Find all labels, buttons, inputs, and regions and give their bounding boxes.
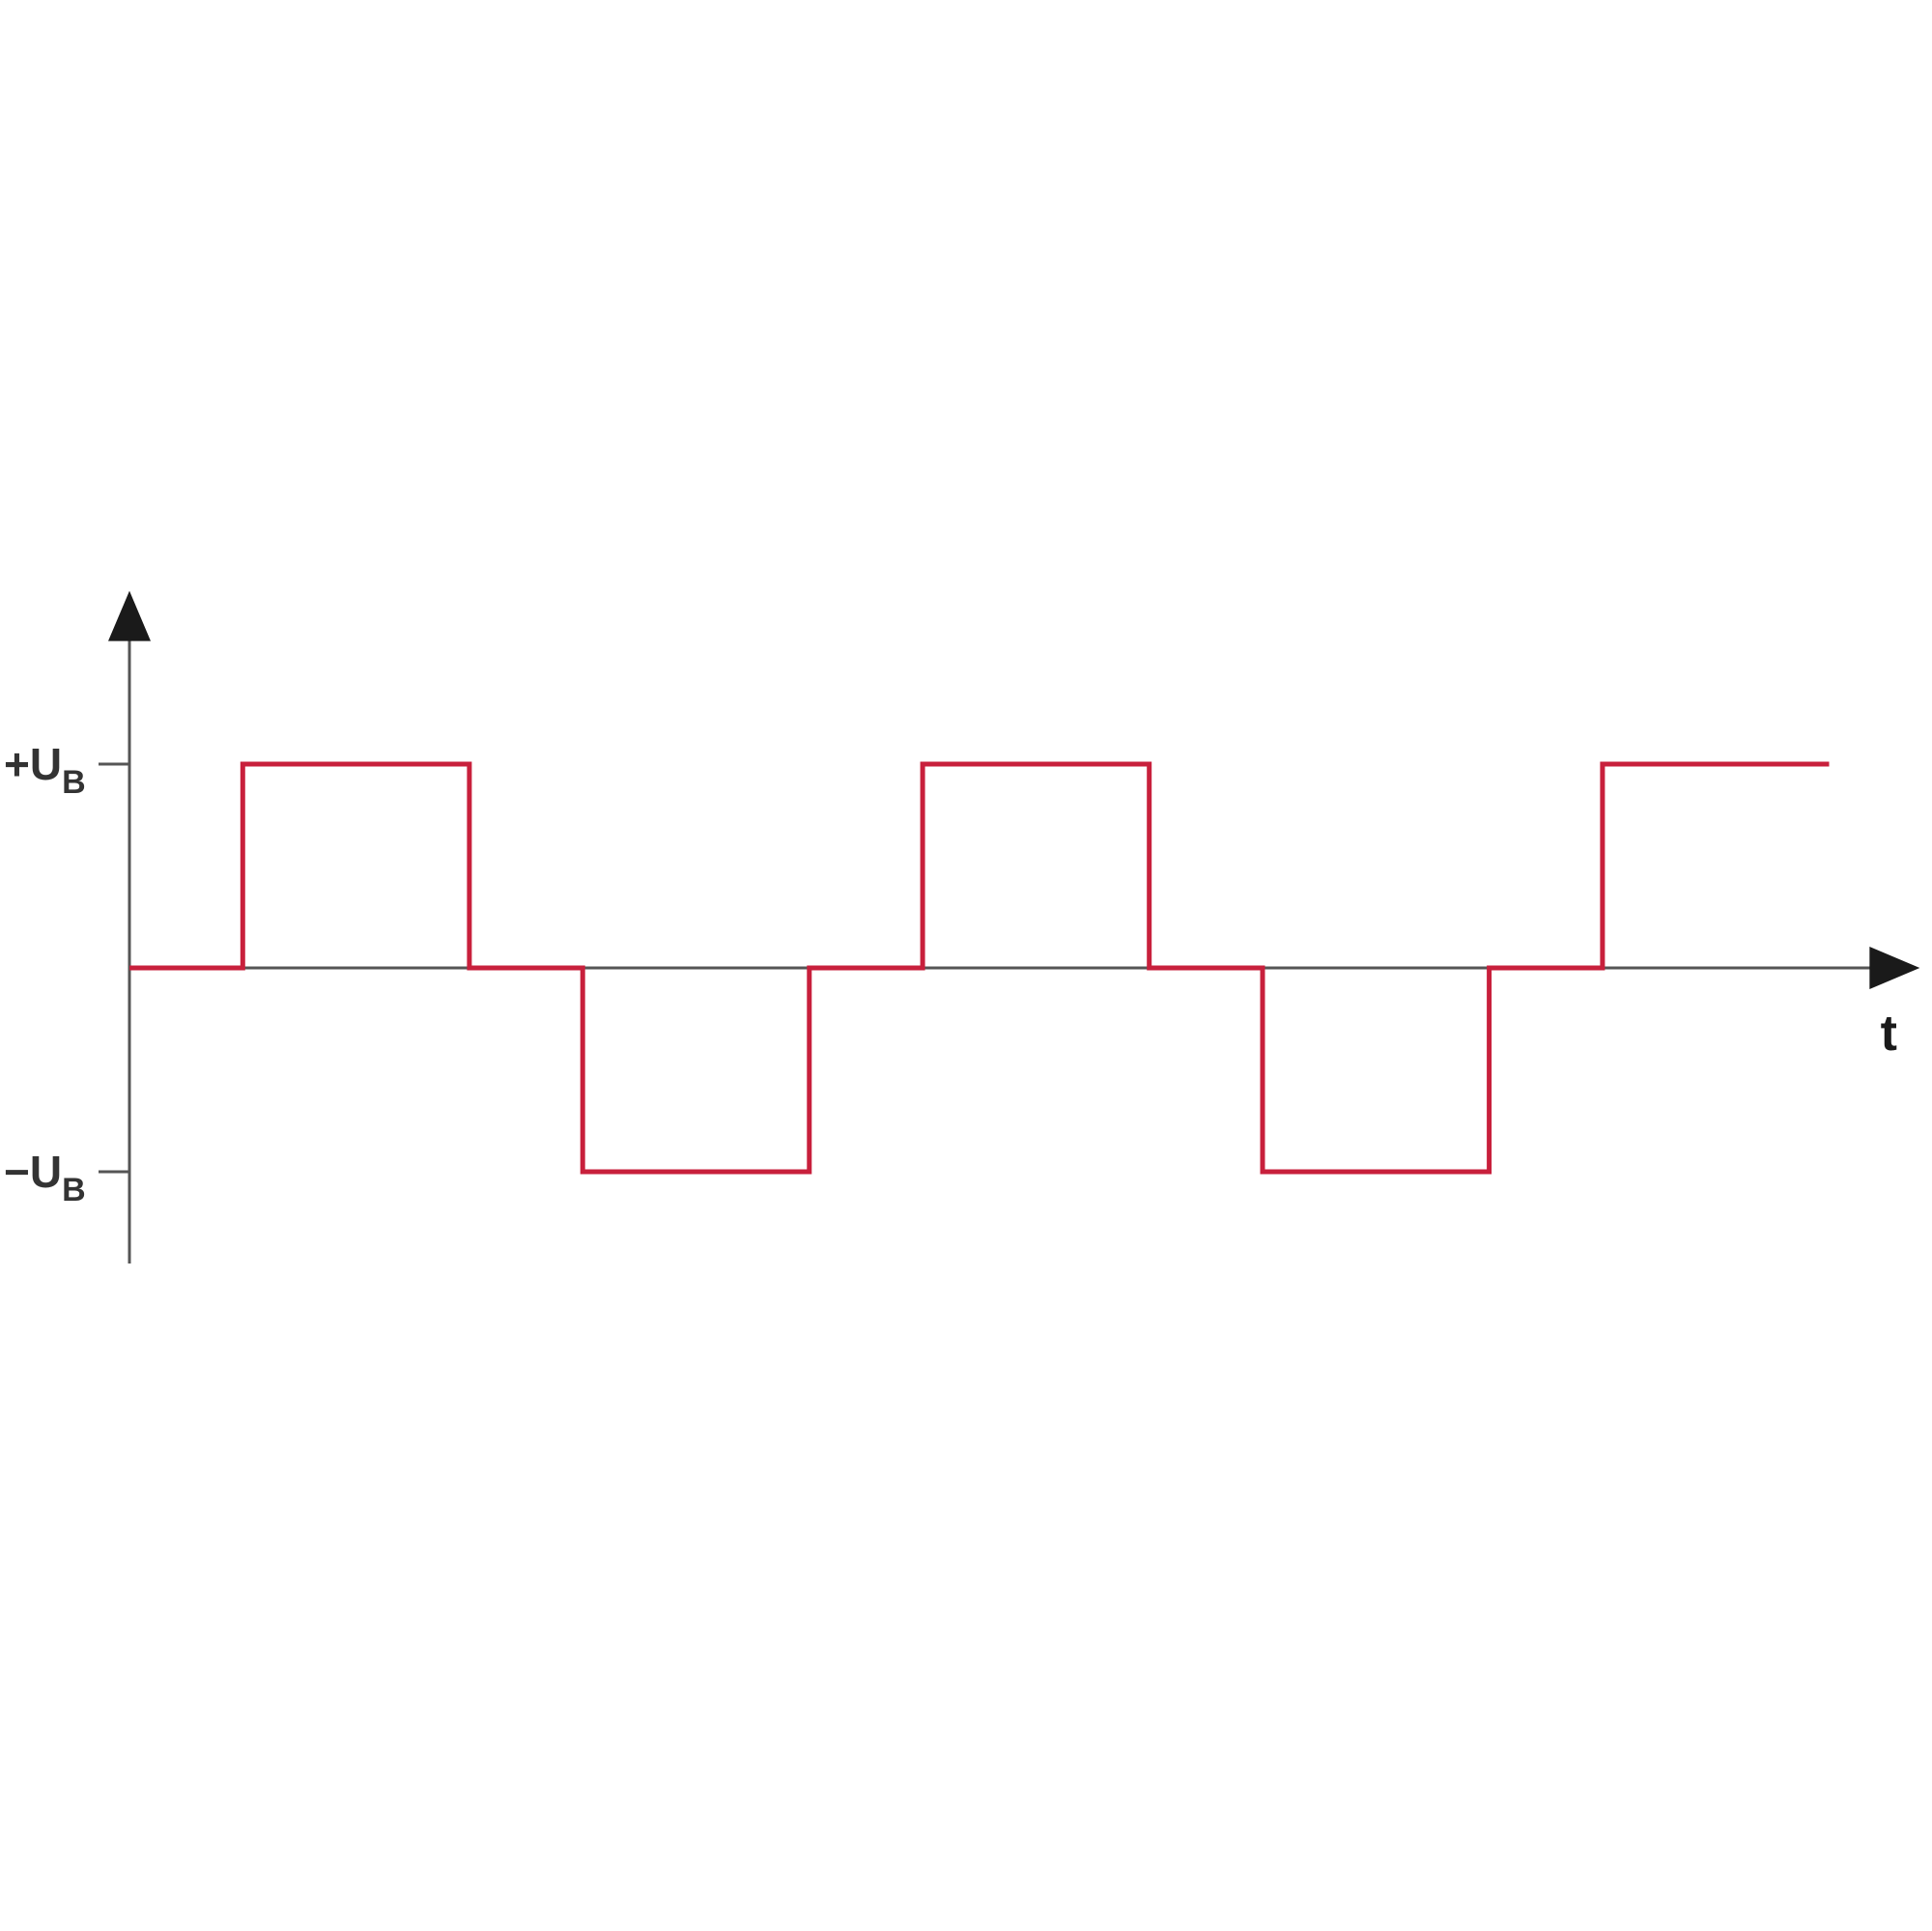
x-axis-label: t <box>1881 1006 1897 1062</box>
y-tick-label-main: +U <box>4 739 62 789</box>
y-tick-label-main: −U <box>4 1147 62 1197</box>
y-tick-label: −UB <box>4 1147 86 1208</box>
x-axis-arrow <box>1869 947 1920 989</box>
square-wave-series <box>129 761 1830 1175</box>
y-axis-arrow <box>108 590 151 641</box>
y-tick-label: +UB <box>4 739 86 801</box>
y-ticks: +UB−UB <box>4 739 129 1208</box>
y-tick-label-subscript: B <box>62 764 86 801</box>
y-tick-label-subscript: B <box>62 1172 86 1208</box>
